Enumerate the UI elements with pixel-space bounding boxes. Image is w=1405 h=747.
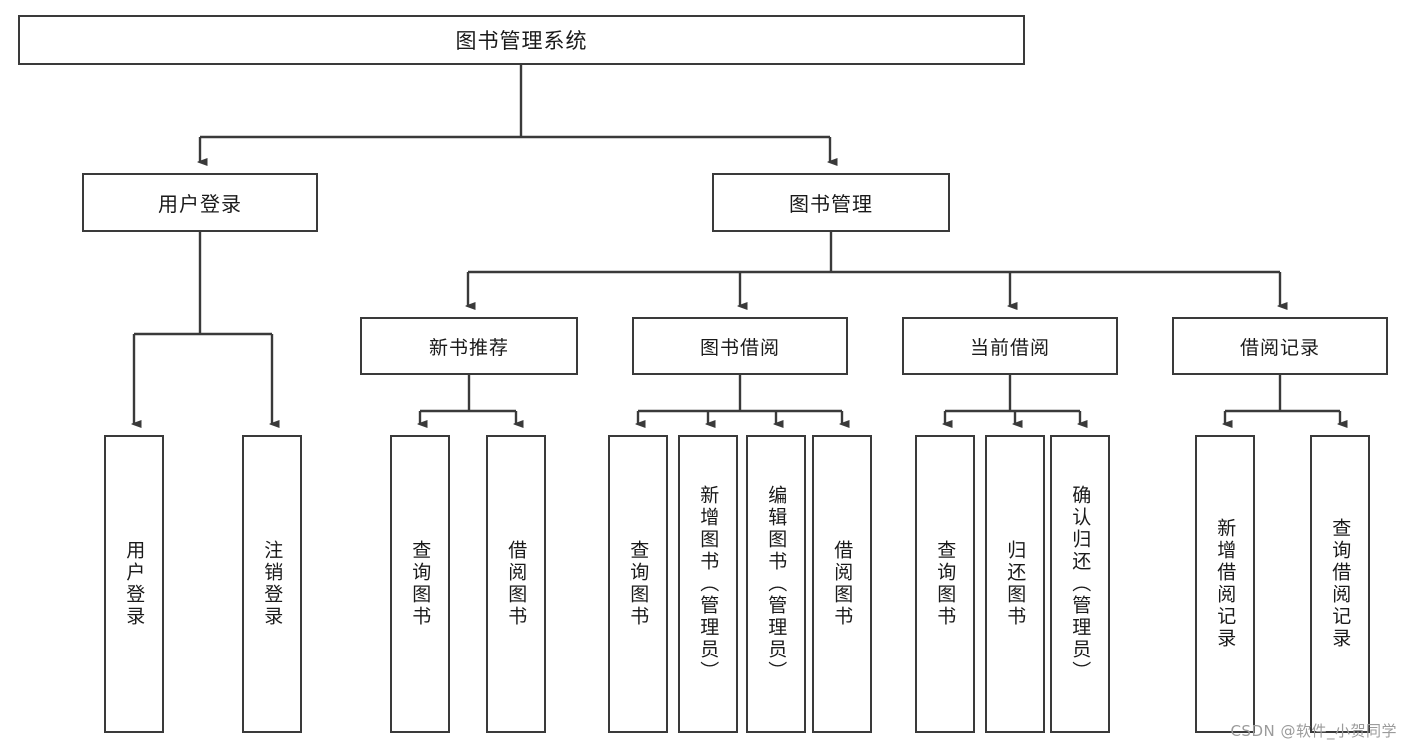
leaf-query-borrow-record[interactable]: 查询借阅记录: [1310, 435, 1370, 733]
node-label: 查询图书: [934, 540, 957, 628]
leaf-borrow-book[interactable]: 借阅图书: [812, 435, 872, 733]
leaf-user-login[interactable]: 用户登录: [104, 435, 164, 733]
leaf-add-borrow-record[interactable]: 新增借阅记录: [1195, 435, 1255, 733]
leaf-logout[interactable]: 注销登录: [242, 435, 302, 733]
node-book-management[interactable]: 图书管理: [712, 173, 950, 232]
leaf-confirm-return-admin[interactable]: 确认归还（管理员）: [1050, 435, 1110, 733]
edges-login-to-leaves: [134, 232, 272, 424]
node-label: 图书管理系统: [455, 29, 588, 53]
leaf-borrow-book-newbook[interactable]: 借阅图书: [486, 435, 546, 733]
node-label: 新增借阅记录: [1214, 518, 1237, 650]
node-root-system[interactable]: 图书管理系统: [18, 15, 1025, 65]
node-label: 图书借阅: [699, 336, 780, 359]
node-label: 注销登录: [261, 540, 284, 628]
node-label: 查询借阅记录: [1329, 518, 1352, 650]
edges-root-to-level2: [200, 65, 830, 162]
leaf-query-book-newbook[interactable]: 查询图书: [390, 435, 450, 733]
node-label: 借阅图书: [831, 540, 854, 628]
leaf-query-book-current[interactable]: 查询图书: [915, 435, 975, 733]
node-label: 新书推荐: [428, 336, 509, 359]
node-label: 用户登录: [123, 540, 146, 628]
node-new-book-recommend[interactable]: 新书推荐: [360, 317, 578, 375]
node-current-borrow[interactable]: 当前借阅: [902, 317, 1118, 375]
edges-bookmgmt-to-level3: [468, 232, 1280, 306]
node-label: 新增图书（管理员）: [697, 485, 720, 683]
leaf-edit-book-admin[interactable]: 编辑图书（管理员）: [746, 435, 806, 733]
node-user-login[interactable]: 用户登录: [82, 173, 318, 232]
node-label: 用户登录: [158, 192, 242, 216]
leaf-add-book-admin[interactable]: 新增图书（管理员）: [678, 435, 738, 733]
leaf-query-book-borrow[interactable]: 查询图书: [608, 435, 668, 733]
edges-current-to-leaves: [945, 375, 1080, 424]
node-label: 图书管理: [789, 192, 873, 216]
edges-records-to-leaves: [1225, 375, 1340, 424]
node-label: 借阅记录: [1239, 336, 1320, 359]
edges-borrow-to-leaves: [638, 375, 842, 424]
node-book-borrow[interactable]: 图书借阅: [632, 317, 848, 375]
node-borrow-records[interactable]: 借阅记录: [1172, 317, 1388, 375]
node-label: 查询图书: [627, 540, 650, 628]
edges-newbook-to-leaves: [420, 375, 516, 424]
node-label: 确认归还（管理员）: [1069, 485, 1092, 683]
node-label: 归还图书: [1004, 540, 1027, 628]
csdn-watermark: CSDN @软件_小贺同学: [1230, 722, 1397, 740]
leaf-return-book[interactable]: 归还图书: [985, 435, 1045, 733]
node-label: 查询图书: [409, 540, 432, 628]
node-label: 编辑图书（管理员）: [765, 485, 788, 683]
node-label: 当前借阅: [969, 336, 1050, 359]
node-label: 借阅图书: [505, 540, 528, 628]
